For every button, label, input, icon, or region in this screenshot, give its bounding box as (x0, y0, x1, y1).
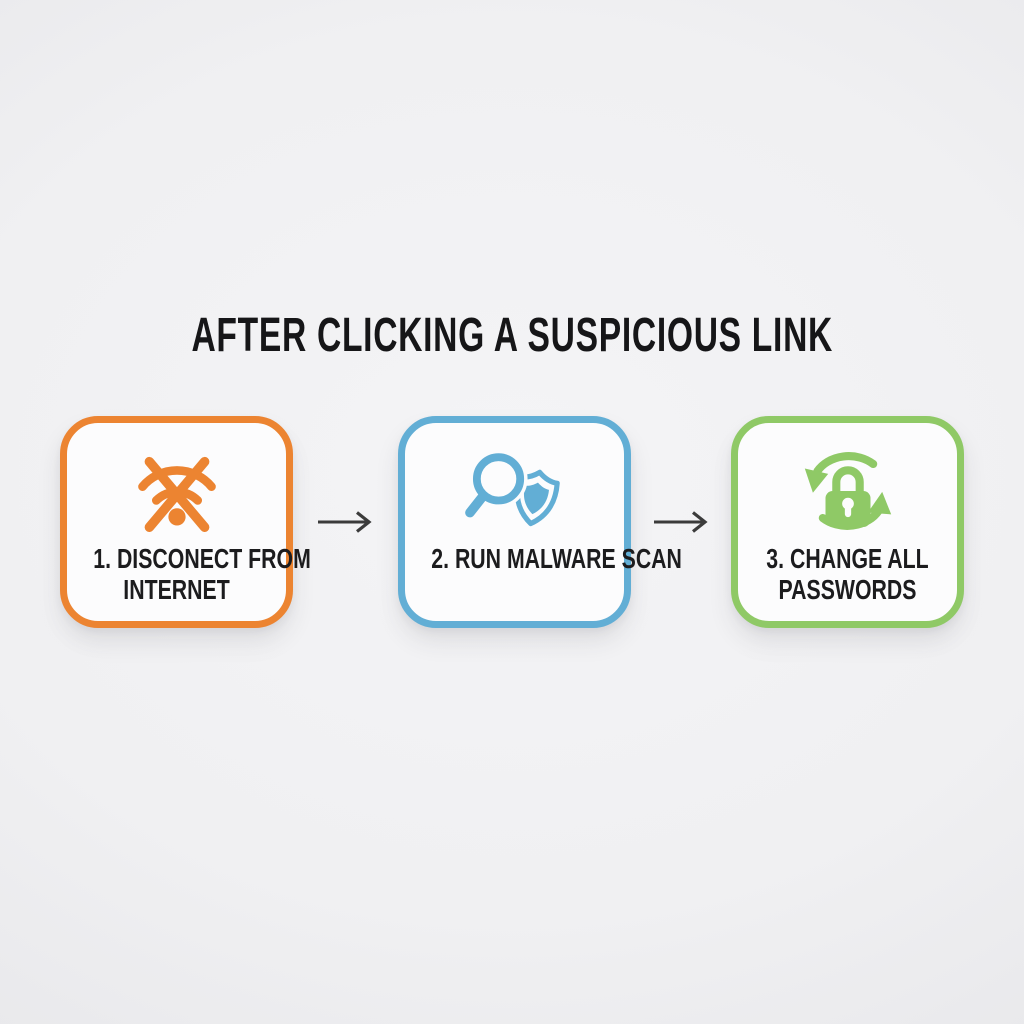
page-title: AFTER CLICKING A SUSPICIOUS LINK (0, 310, 1024, 362)
step-label-line-1: 2. RUN MALWARE SCAN (431, 543, 682, 574)
step-card-change-passwords: 3. CHANGE ALL PASSWORDS (731, 416, 964, 628)
step-label-line-1: 1. DISCONECT FROM (93, 543, 311, 574)
step-card-run-malware-scan: 2. RUN MALWARE SCAN (398, 416, 682, 628)
step-label-line-1: 3. CHANGE ALL (766, 543, 929, 574)
step-label: 3. CHANGE ALL PASSWORDS (738, 543, 957, 605)
wifi-off-icon (125, 445, 229, 537)
lock-refresh-icon (794, 445, 902, 537)
step-label-line-2: PASSWORDS (778, 574, 917, 605)
step-card-disconnect-internet: 1. DISCONECT FROM INTERNET (60, 416, 311, 628)
step-label: 2. RUN MALWARE SCAN (405, 543, 682, 574)
step-label-line-2: INTERNET (123, 574, 230, 605)
page-title-text: AFTER CLICKING A SUSPICIOUS LINK (191, 309, 833, 362)
magnifier-shield-icon (462, 445, 567, 537)
right-arrow-icon (316, 508, 374, 536)
right-arrow-icon (652, 508, 710, 536)
step-label: 1. DISCONECT FROM INTERNET (67, 543, 311, 605)
